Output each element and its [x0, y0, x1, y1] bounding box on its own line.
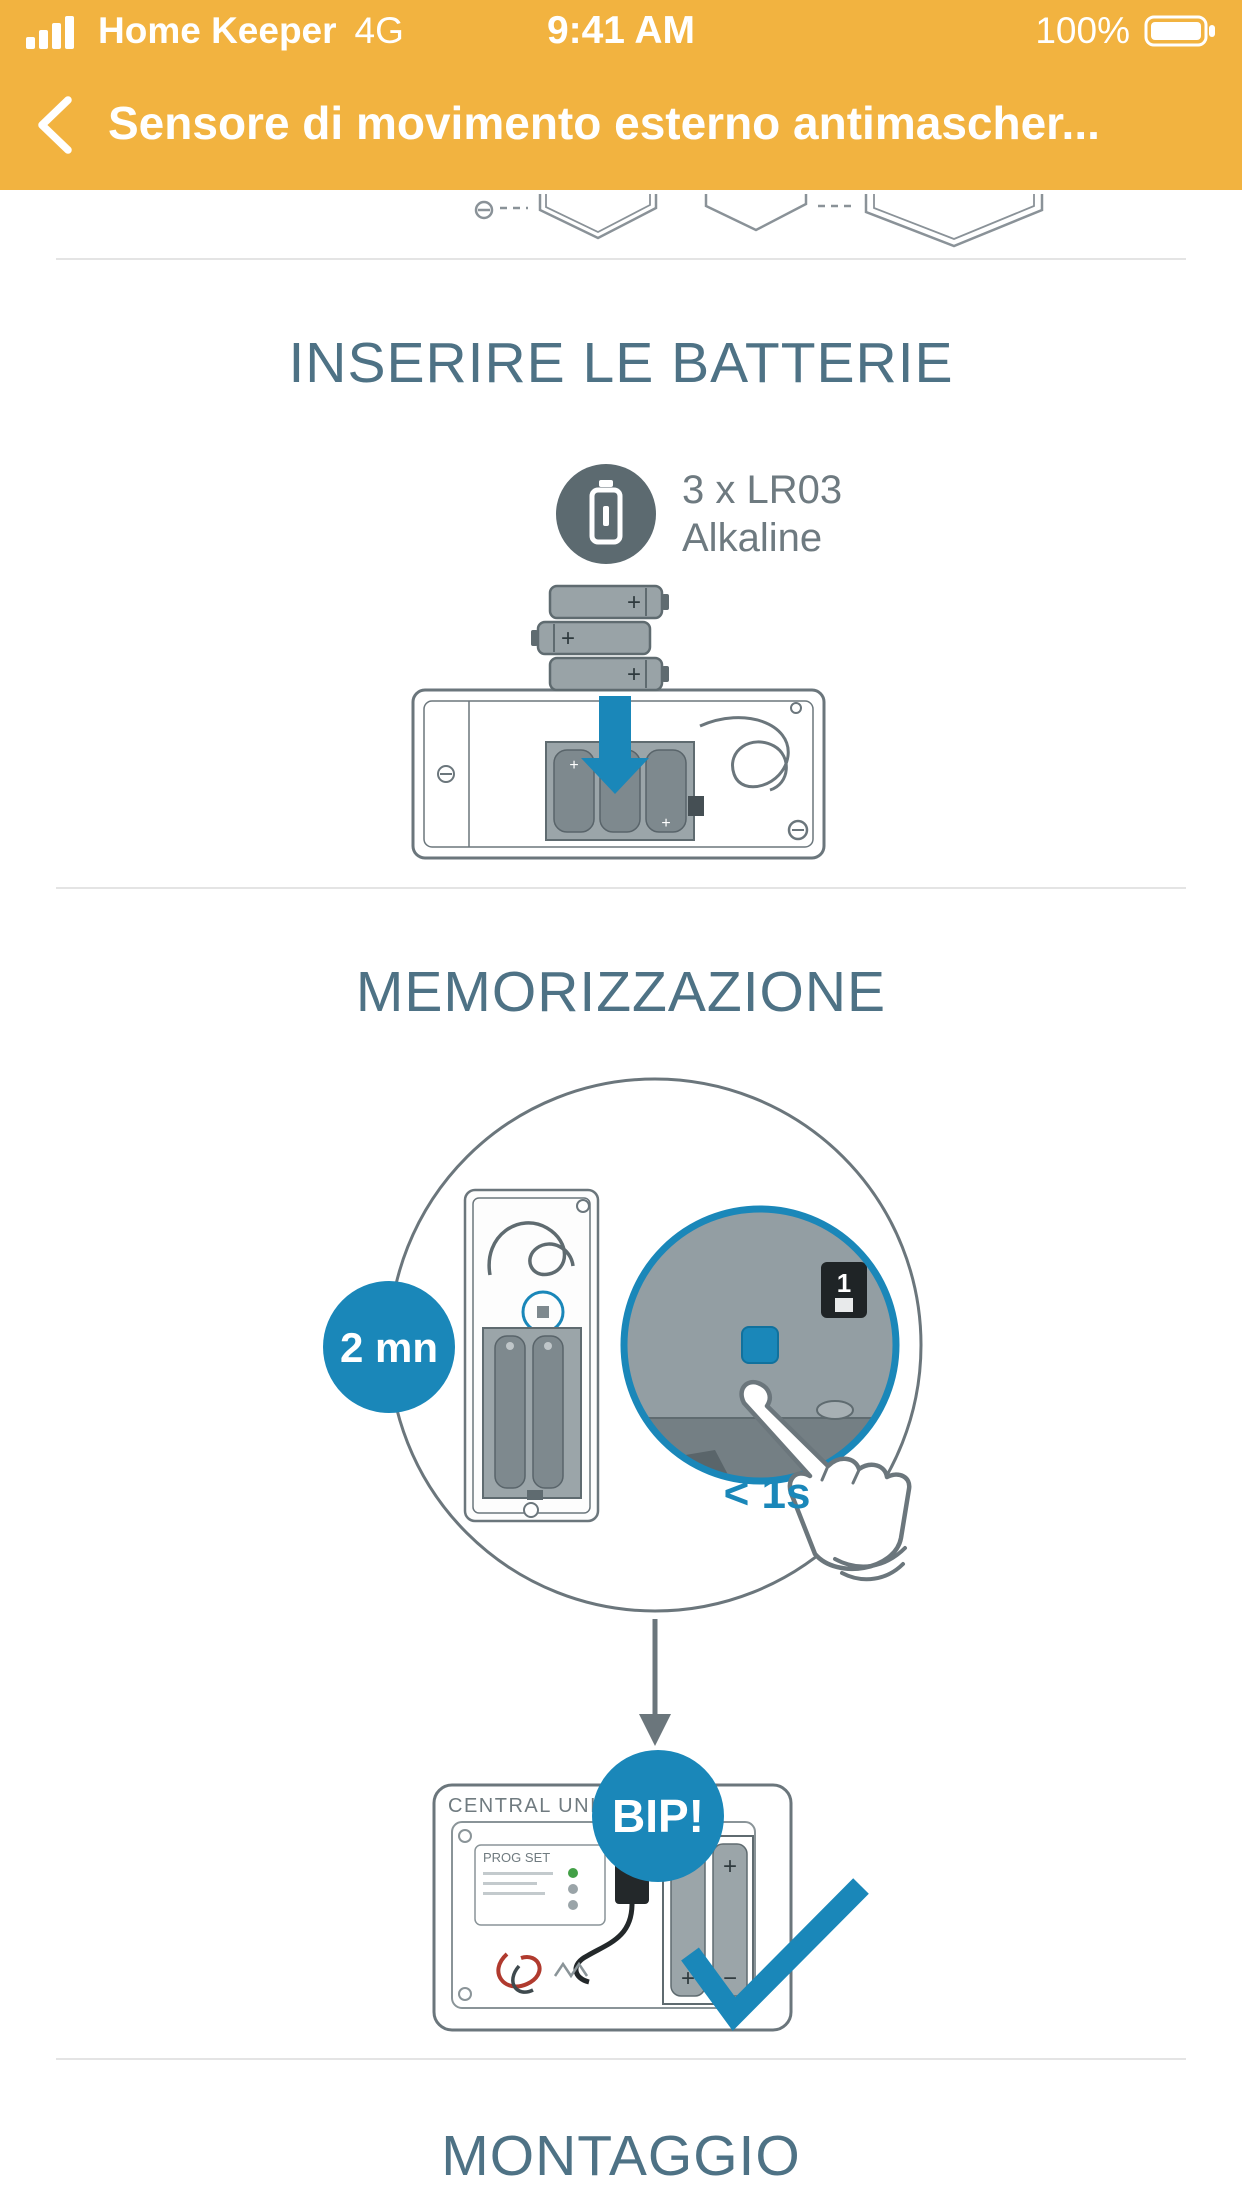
divider: [56, 258, 1186, 260]
svg-text:+: +: [723, 1853, 737, 1880]
manual-scroll-area[interactable]: INSERIRE LE BATTERIE 3 x LR03 Alkaline: [0, 190, 1242, 2208]
screw-icon: [437, 765, 455, 783]
section-heading-memorization: MEMORIZZAZIONE: [355, 960, 887, 1024]
dip-switch-label: 1: [837, 1268, 851, 1298]
app-header: Home Keeper 4G 9:41 AM 100% Sensore di m…: [0, 0, 1242, 190]
tamper-spring: [553, 1961, 589, 1979]
red-wire: [496, 1952, 542, 1989]
status-bar: Home Keeper 4G 9:41 AM 100%: [0, 0, 1242, 62]
duration-badge: 2 mn: [323, 1281, 455, 1413]
svg-text:+: +: [627, 589, 641, 616]
coiled-wire: [699, 716, 790, 792]
prog-panel: PROG SET: [474, 1844, 606, 1926]
aaa-batteries: + + +: [531, 584, 669, 692]
battery-compartment: [482, 1327, 582, 1500]
prog-set-label: PROG SET: [483, 1850, 550, 1865]
signal-strength-icon: [26, 16, 74, 49]
battery-chemistry-label: Alkaline: [682, 516, 823, 560]
dip-switch-tab: 1: [821, 1262, 867, 1318]
prog-button: [741, 1326, 779, 1364]
zoom-circle: 1: [620, 1205, 900, 1485]
checkmark-icon: [681, 1878, 869, 2031]
battery-percent-label: 100%: [1035, 10, 1130, 51]
beep-badge: BIP!: [592, 1750, 724, 1882]
aaa-battery: +: [548, 656, 669, 692]
battery-status-icon: [1144, 15, 1215, 47]
central-unit-label: Central Unit: [448, 1795, 611, 1817]
clock-label: 9:41 AM: [546, 9, 696, 52]
cropped-parts-illustration: [474, 194, 1044, 248]
back-button[interactable]: [30, 94, 78, 156]
svg-text:+: +: [661, 815, 670, 832]
svg-text:+: +: [561, 625, 575, 652]
network-type-label: 4G: [354, 10, 404, 51]
battery-badge-icon: [556, 464, 656, 564]
press-duration-label: < 1s: [724, 1469, 811, 1518]
divider: [56, 887, 1186, 889]
coiled-wire: [487, 1221, 575, 1277]
nav-bar: Sensore di movimento esterno antimascher…: [0, 62, 1242, 190]
beep-badge-label: BIP!: [612, 1790, 704, 1842]
section-heading-batteries: INSERIRE LE BATTERIE: [288, 331, 954, 395]
battery-type-label: 3 x LR03: [682, 468, 843, 512]
battery-spec: 3 x LR03 Alkaline: [556, 464, 842, 564]
memorization-illustration: 1 < 1s 2 mn: [323, 1077, 923, 2032]
battery-insertion-illustration: + + +: [411, 584, 826, 860]
aaa-battery: +: [531, 620, 652, 656]
divider: [56, 2058, 1186, 2060]
aaa-battery: +: [548, 584, 669, 620]
svg-text:+: +: [627, 661, 641, 688]
black-wire: [511, 1964, 534, 1994]
chevron-left-icon: [38, 96, 72, 154]
svg-text:+: +: [569, 757, 578, 774]
screw-icon: [787, 819, 809, 841]
insert-arrow-icon: [581, 696, 649, 794]
carrier-label: Home Keeper: [98, 10, 337, 51]
duration-badge-label: 2 mn: [340, 1324, 438, 1371]
sensor-back-view: [463, 1188, 600, 1523]
section-heading-mounting: MONTAGGIO: [441, 2124, 801, 2188]
down-arrow-icon: [639, 1619, 671, 1746]
pointing-hand-icon: [739, 1379, 912, 1582]
page-title: Sensore di movimento esterno antimascher…: [108, 97, 1100, 149]
